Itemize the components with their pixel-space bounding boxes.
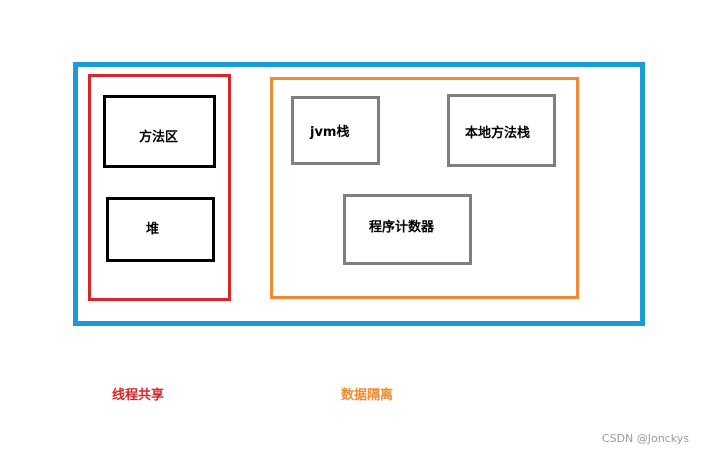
jvm-stack-box — [291, 96, 380, 165]
thread-shared-region — [88, 74, 231, 301]
program-counter-label: 程序计数器 — [369, 220, 435, 235]
csdn-watermark: CSDN @Jonckys — [601, 432, 689, 445]
data-isolated-region — [270, 77, 579, 299]
program-counter-box — [343, 194, 472, 265]
jvm-memory-outer-box — [73, 62, 645, 326]
heap-label: 堆 — [146, 222, 160, 237]
method-area-label: 方法区 — [139, 130, 179, 145]
heap-box — [106, 197, 215, 262]
data-isolated-caption: 数据隔离 — [341, 388, 394, 403]
jvm-stack-label: jvm栈 — [310, 125, 350, 140]
native-method-stack-box — [447, 94, 556, 167]
native-method-stack-label: 本地方法栈 — [465, 126, 531, 141]
method-area-box — [103, 95, 216, 168]
thread-shared-caption: 线程共享 — [112, 388, 165, 403]
